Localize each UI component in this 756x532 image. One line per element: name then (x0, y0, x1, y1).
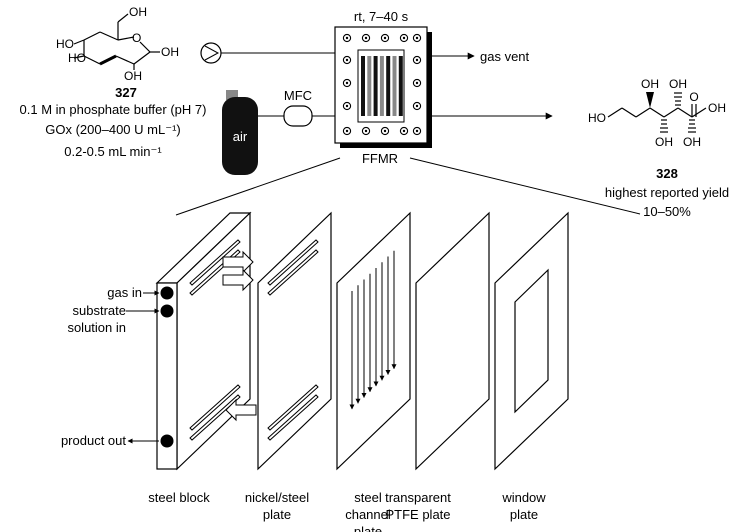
substrate-label-line1: substrate (73, 303, 126, 318)
window-plate-label: plate (510, 507, 538, 522)
zoom-line-left (175, 157, 341, 216)
gas-in-label: gas in (107, 285, 142, 300)
product-note-line2: 10–50% (643, 204, 691, 219)
gluconic-acid-structure: HO OH OH O OH OH OH (588, 77, 726, 149)
zoom-line-right (409, 157, 641, 215)
reactant-number: 327 (115, 85, 137, 100)
gas-vent-label: gas vent (480, 49, 530, 64)
product-ho-left: HO (588, 111, 606, 125)
glucose-oh-top: OH (129, 5, 147, 19)
product-out-port (160, 434, 174, 448)
glucose-structure: OH O HO HO OH OH (56, 5, 179, 83)
product-number: 328 (656, 166, 678, 181)
pump-icon (200, 42, 222, 64)
mfc-box (283, 105, 313, 127)
glucose-oh-bottom: OH (124, 69, 142, 83)
glucose-oh-right: OH (161, 45, 179, 59)
air-tank-icon (222, 90, 258, 175)
conditions-line-3: 0.2-0.5 mL min⁻¹ (64, 144, 162, 159)
glucose-ho-left: HO (56, 37, 74, 51)
nickel-steel-plate-label: plate (263, 507, 291, 522)
glucose-ho-left2: HO (68, 51, 86, 65)
gas-in-port (160, 286, 174, 300)
steel-block-label: steel block (148, 490, 210, 505)
steel-block-slots (189, 239, 241, 441)
steel-channel-plate-label: channel (345, 507, 391, 522)
reactor-name: FFMR (362, 151, 398, 166)
product-out-label: product out (61, 433, 126, 448)
reactor-conditions: rt, 7–40 s (354, 9, 409, 24)
substrate-in-port (160, 304, 174, 318)
window-plate (494, 211, 569, 471)
product-note-line1: highest reported yield (605, 185, 729, 200)
nickel-steel-plate-label: nickel/steel (245, 490, 309, 505)
product-oh-top2: OH (669, 77, 687, 91)
ptfe-plate (415, 211, 490, 471)
conditions-line-1: 0.1 M in phosphate buffer (pH 7) (20, 102, 207, 117)
product-carbonyl-o: O (689, 90, 698, 104)
steel-channel-plate-label: steel (354, 490, 382, 505)
mfc-label: MFC (284, 88, 312, 103)
product-oh-bottom2: OH (683, 135, 701, 149)
substrate-label-line2: solution in (67, 320, 126, 335)
transparent-ptfe-plate-label: PTFE plate (385, 507, 450, 522)
glucose-ring-oxygen: O (132, 31, 141, 45)
product-oh-top1: OH (641, 77, 659, 91)
nickel-steel-plate (257, 211, 332, 471)
product-oh-acid: OH (708, 101, 726, 115)
steel-channel-plate-label: plate (354, 524, 382, 532)
air-label: air (233, 129, 248, 144)
product-oh-bottom1: OH (655, 135, 673, 149)
transparent-ptfe-plate-label: transparent (385, 490, 451, 505)
ffmr-reactor-icon (334, 26, 432, 148)
steel-channel-plate (336, 211, 411, 471)
window-plate-label: window (501, 490, 546, 505)
conditions-line-2: GOx (200–400 U mL⁻¹) (45, 122, 180, 137)
